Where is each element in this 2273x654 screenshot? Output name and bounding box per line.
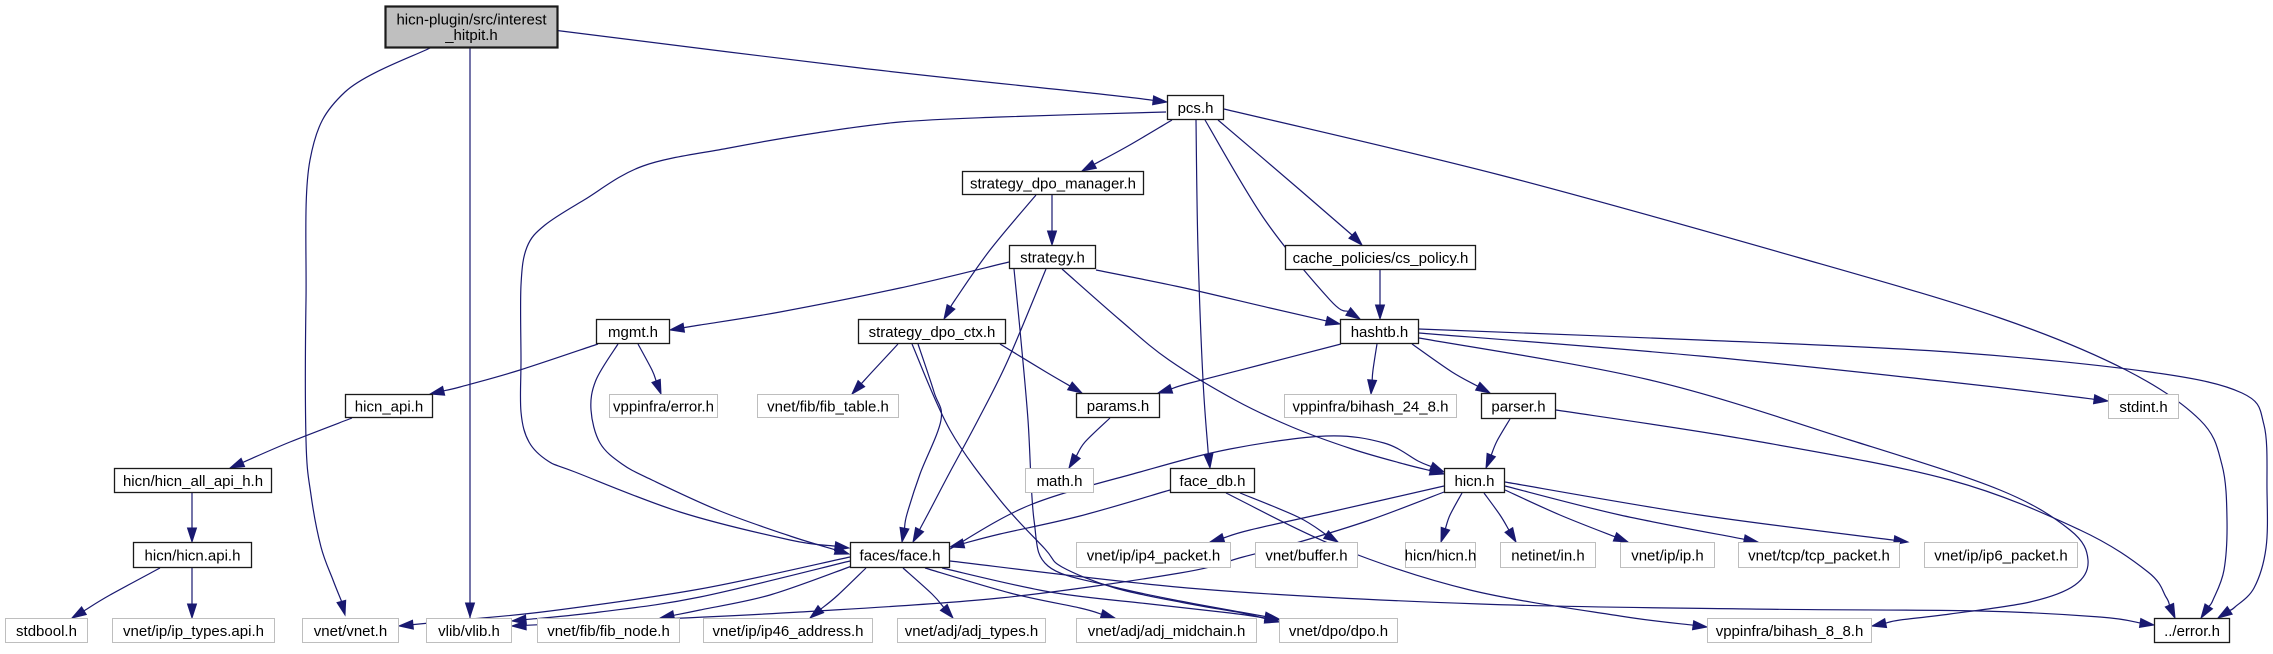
svg-text:vnet/ip/ip46_address.h: vnet/ip/ip46_address.h <box>713 623 864 640</box>
svg-text:vppinfra/bihash_8_8.h: vppinfra/bihash_8_8.h <box>1716 623 1864 640</box>
svg-text:parser.h: parser.h <box>1491 399 1545 416</box>
svg-text:vppinfra/bihash_24_8.h: vppinfra/bihash_24_8.h <box>1293 399 1449 416</box>
svg-text:hicn-plugin/src/interest: hicn-plugin/src/interest <box>396 12 547 29</box>
svg-text:strategy_dpo_ctx.h: strategy_dpo_ctx.h <box>869 324 996 341</box>
svg-text:hicn_api.h: hicn_api.h <box>355 399 423 416</box>
svg-text:strategy.h: strategy.h <box>1020 250 1085 267</box>
svg-text:vnet/dpo/dpo.h: vnet/dpo/dpo.h <box>1289 623 1388 640</box>
svg-text:vnet/adj/adj_midchain.h: vnet/adj/adj_midchain.h <box>1088 623 1246 640</box>
svg-text:params.h: params.h <box>1087 398 1150 415</box>
svg-text:vnet/adj/adj_types.h: vnet/adj/adj_types.h <box>905 623 1038 640</box>
svg-text:stdint.h: stdint.h <box>2119 399 2167 416</box>
svg-text:cache_policies/cs_policy.h: cache_policies/cs_policy.h <box>1293 250 1469 267</box>
svg-text:hicn.h: hicn.h <box>1454 473 1494 490</box>
svg-text:hicn/hicn.h: hicn/hicn.h <box>1405 548 1477 565</box>
svg-text:hicn/hicn.api.h: hicn/hicn.api.h <box>145 548 241 565</box>
svg-text:hashtb.h: hashtb.h <box>1351 324 1409 341</box>
svg-text:hicn/hicn_all_api_h.h: hicn/hicn_all_api_h.h <box>123 473 263 490</box>
svg-text:face_db.h: face_db.h <box>1180 473 1246 490</box>
svg-text:netinet/in.h: netinet/in.h <box>1511 548 1584 565</box>
svg-text:vnet/buffer.h: vnet/buffer.h <box>1265 548 1347 565</box>
svg-text:vnet/ip/ip_types.api.h: vnet/ip/ip_types.api.h <box>123 623 264 640</box>
svg-text:../error.h: ../error.h <box>2164 623 2220 640</box>
svg-text:vnet/ip/ip.h: vnet/ip/ip.h <box>1631 548 1704 565</box>
svg-text:vnet/fib/fib_table.h: vnet/fib/fib_table.h <box>767 399 889 416</box>
svg-text:vppinfra/error.h: vppinfra/error.h <box>613 399 714 416</box>
svg-text:math.h: math.h <box>1037 473 1083 490</box>
svg-text:vnet/fib/fib_node.h: vnet/fib/fib_node.h <box>547 623 670 640</box>
svg-text:vnet/vnet.h: vnet/vnet.h <box>314 623 387 640</box>
svg-text:vnet/ip/ip4_packet.h: vnet/ip/ip4_packet.h <box>1087 548 1220 565</box>
svg-text:vnet/ip/ip6_packet.h: vnet/ip/ip6_packet.h <box>1934 548 2067 565</box>
svg-text:strategy_dpo_manager.h: strategy_dpo_manager.h <box>970 176 1136 193</box>
svg-text:mgmt.h: mgmt.h <box>608 324 658 341</box>
svg-text:faces/face.h: faces/face.h <box>860 548 941 565</box>
svg-text:_hitpit.h: _hitpit.h <box>444 27 498 44</box>
svg-text:vlib/vlib.h: vlib/vlib.h <box>438 623 500 640</box>
svg-text:pcs.h: pcs.h <box>1178 100 1214 117</box>
svg-text:vnet/tcp/tcp_packet.h: vnet/tcp/tcp_packet.h <box>1748 548 1890 565</box>
svg-text:stdbool.h: stdbool.h <box>16 623 77 640</box>
